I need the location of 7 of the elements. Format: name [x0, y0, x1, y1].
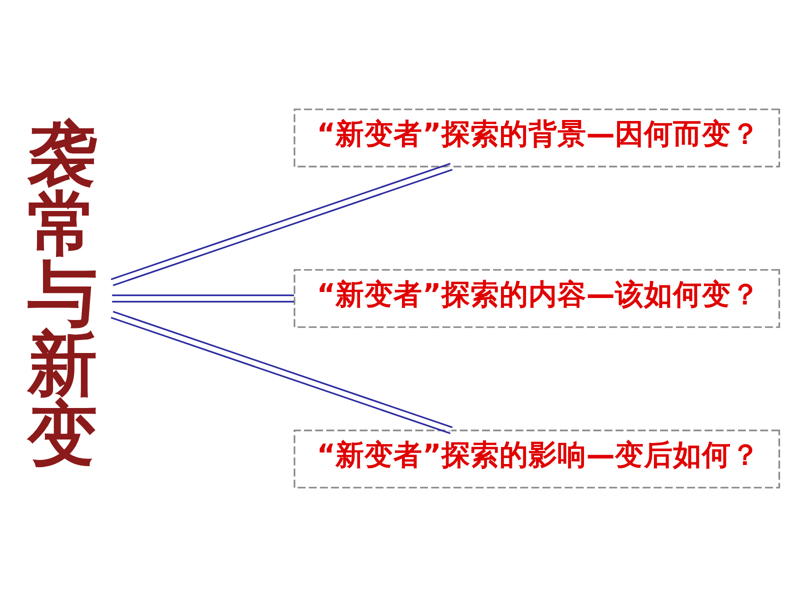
connector — [110, 162, 453, 286]
connector — [112, 294, 294, 302]
node-box: “新变者”探索的背景—因何而变？ — [294, 108, 780, 167]
connector — [110, 310, 453, 434]
node-box: “新变者”探索的内容—该如何变？ — [294, 268, 780, 328]
node-box: “新变者”探索的影响—变后如何？ — [294, 429, 780, 488]
node-text: 袭常与新变 — [27, 114, 98, 474]
